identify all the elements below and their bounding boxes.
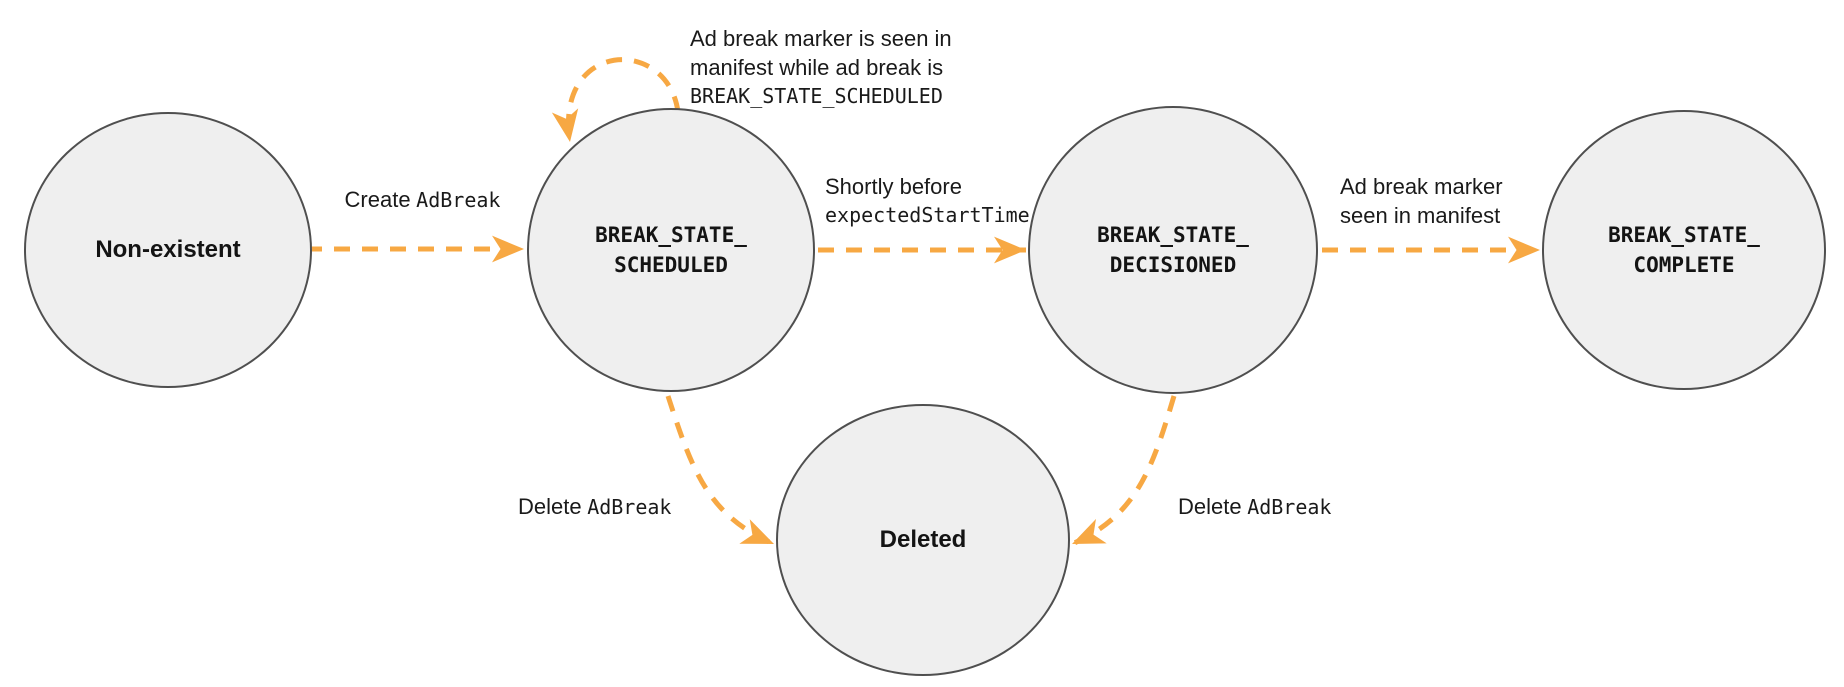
edge-self-loop-arrow <box>551 57 681 143</box>
state-label-break-state-decisioned: BREAK_STATE_ DECISIONED <box>1097 223 1249 277</box>
state-label-break-state-complete: BREAK_STATE_ COMPLETE <box>1608 223 1760 277</box>
edge-label-delete-right-plain: Delete <box>1178 494 1242 519</box>
edge-label-shortly-before-line2: expectedStartTime <box>825 203 1030 227</box>
edge-label-marker-seen-line1: Ad break marker <box>1340 174 1503 199</box>
state-label-non-existent: Non-existent <box>95 236 241 263</box>
edge-label-self-loop: Ad break marker is seen in manifest whil… <box>690 24 952 111</box>
edge-label-create-adbreak-code: AdBreak <box>416 188 501 212</box>
state-node-deleted: Deleted <box>776 404 1070 676</box>
state-label-break-state-scheduled: BREAK_STATE_ SCHEDULED <box>595 223 747 277</box>
edge-label-shortly-before: Shortly before expectedStartTime <box>825 172 1030 230</box>
edge-label-delete-right-code: AdBreak <box>1247 495 1332 519</box>
edge-scheduled-to-deleted-arrow <box>665 395 775 547</box>
edge-decisioned-to-deleted-arrow <box>1070 395 1177 547</box>
edge-label-marker-seen-line2: seen in manifest <box>1340 203 1501 228</box>
edge-label-self-loop-line1: Ad break marker is seen in <box>690 26 952 51</box>
edge-label-create-adbreak-plain: Create <box>344 187 411 212</box>
edge-label-shortly-before-line1: Shortly before <box>825 174 962 199</box>
edge-label-self-loop-line2: manifest while ad break is <box>690 55 944 80</box>
state-label-deleted: Deleted <box>879 526 967 553</box>
edge-label-delete-left-code: AdBreak <box>587 495 672 519</box>
edge-label-marker-seen: Ad break marker seen in manifest <box>1340 172 1503 230</box>
state-node-break-state-scheduled: BREAK_STATE_ SCHEDULED <box>527 108 815 392</box>
state-node-break-state-decisioned: BREAK_STATE_ DECISIONED <box>1028 106 1318 394</box>
edge-label-delete-left-plain: Delete <box>518 494 582 519</box>
state-node-break-state-complete: BREAK_STATE_ COMPLETE <box>1542 110 1826 390</box>
state-node-non-existent: Non-existent <box>24 112 312 388</box>
edge-label-self-loop-line3: BREAK_STATE_SCHEDULED <box>690 84 943 108</box>
